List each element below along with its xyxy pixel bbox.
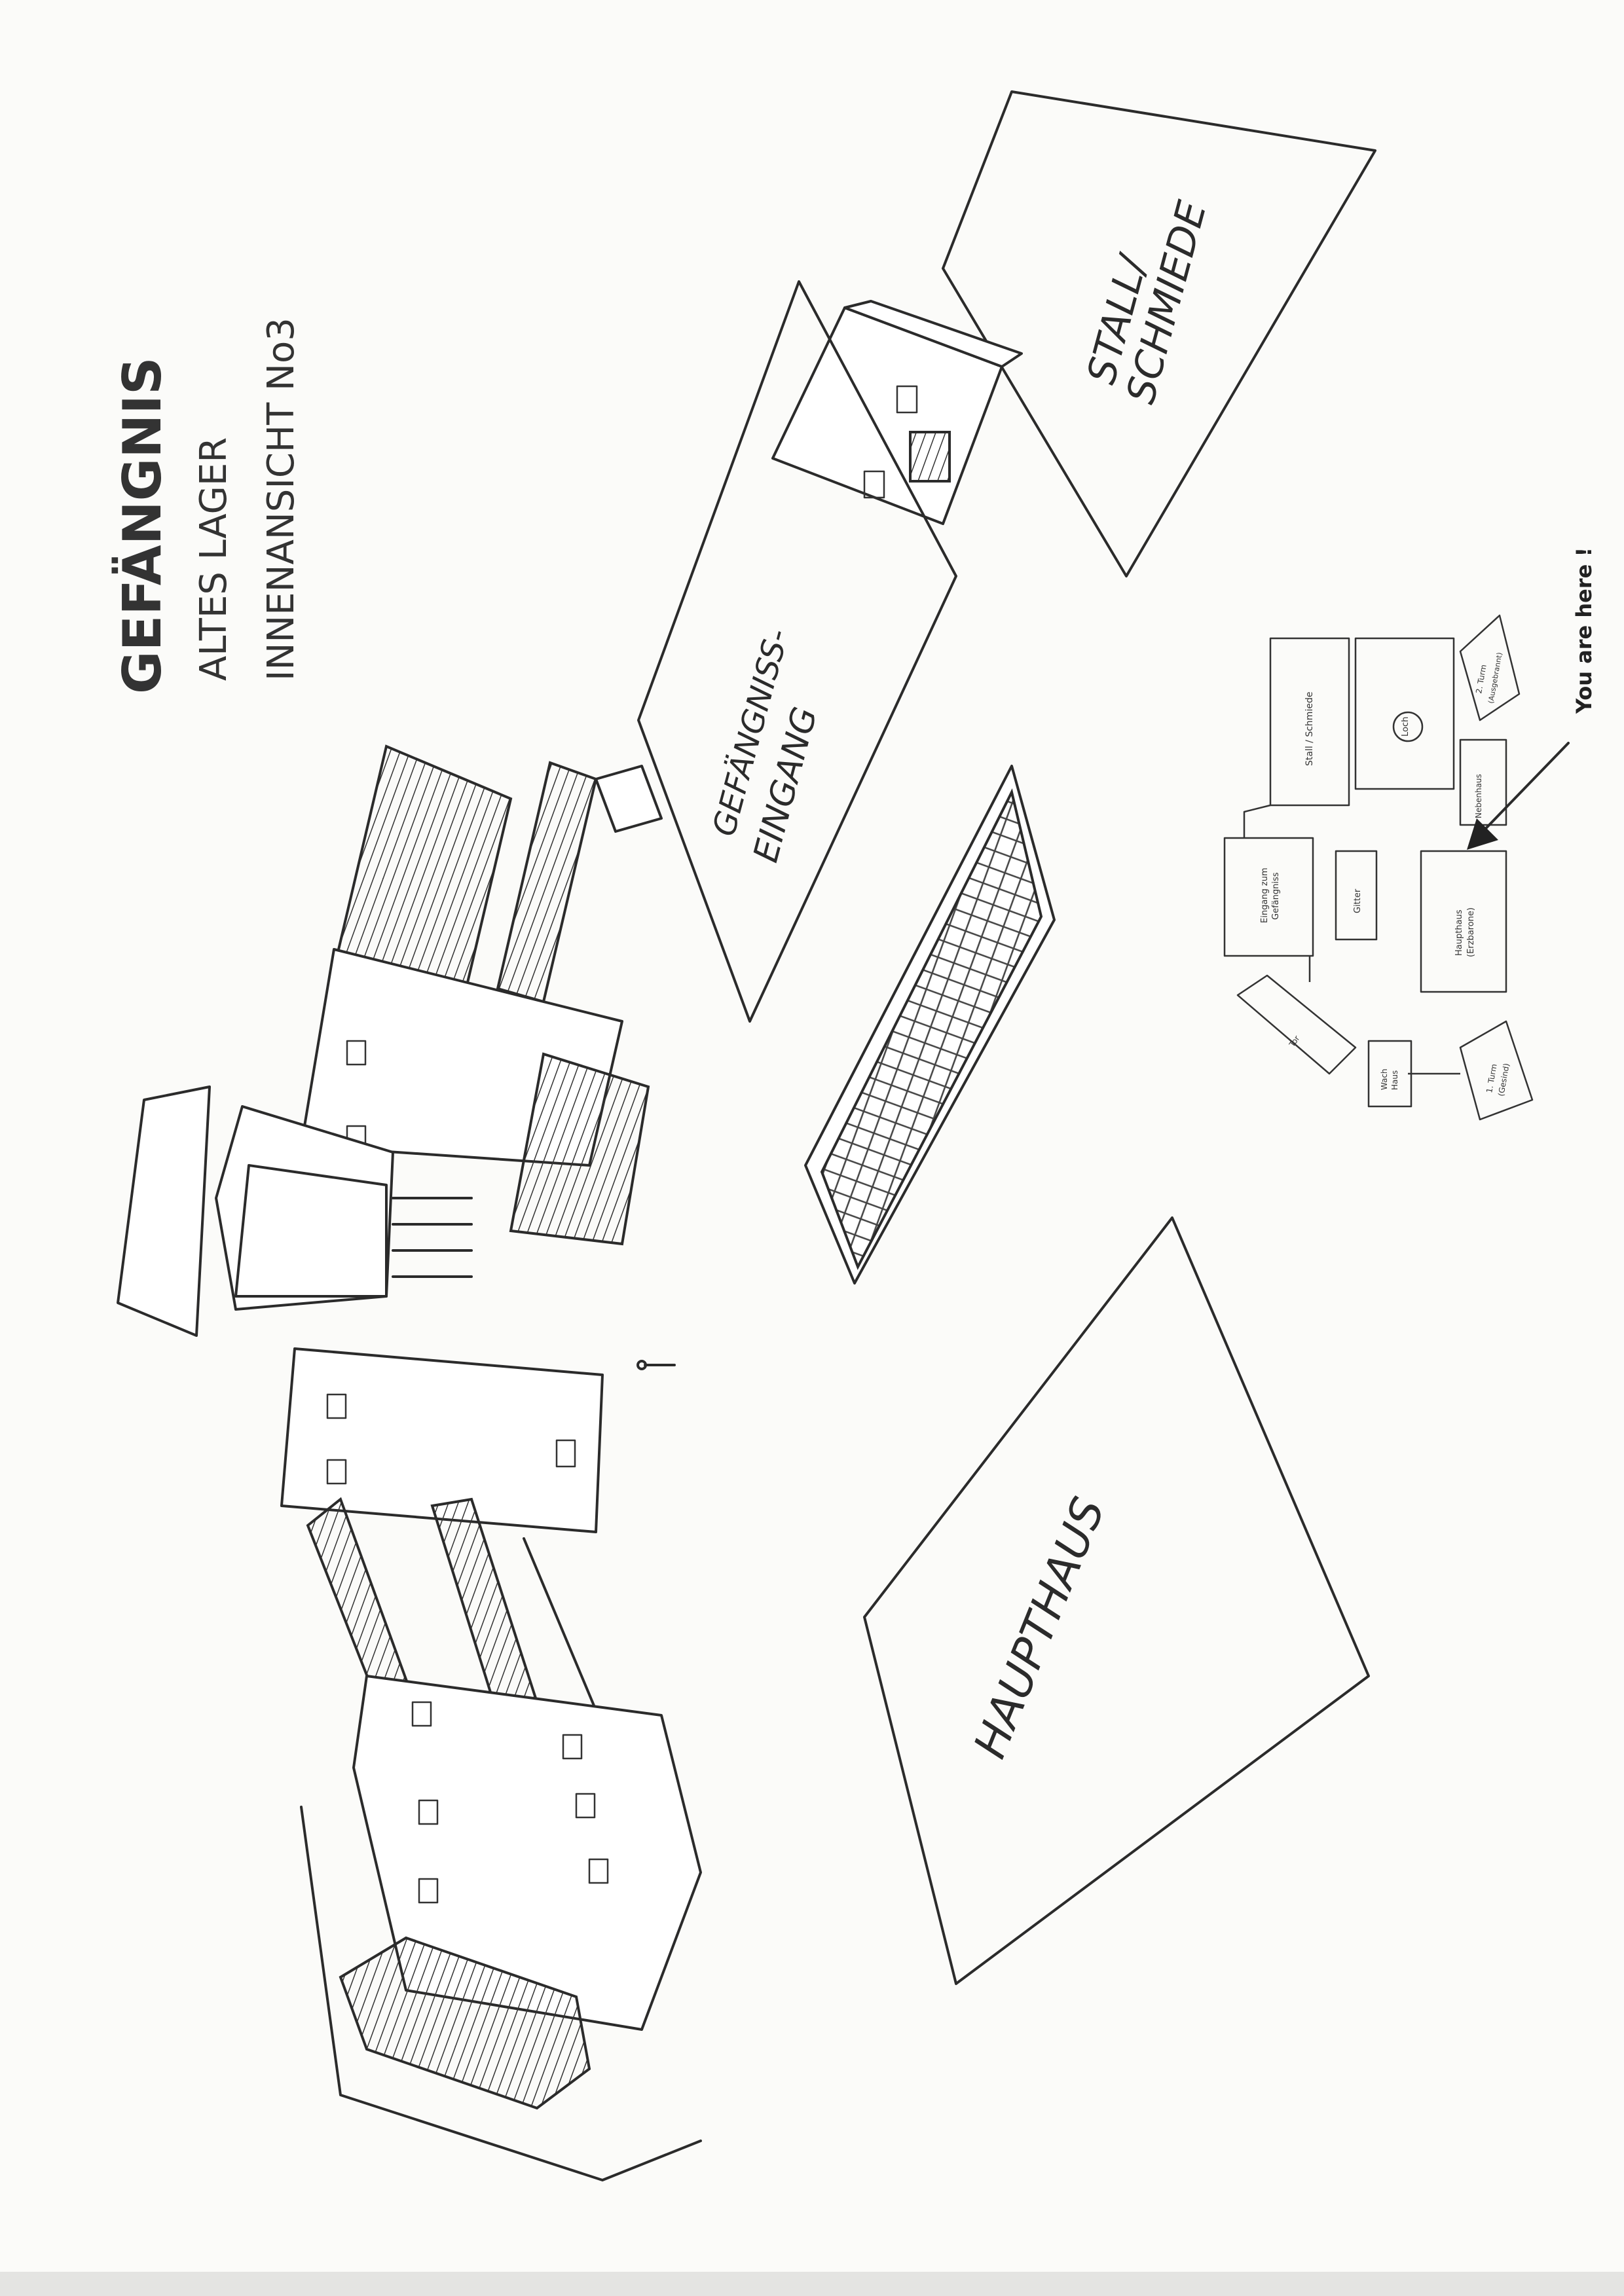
mini-haupthaus-2: (Erzbarone) [1466,907,1476,957]
mini-turm2-1: 2. Turm [1474,664,1488,695]
minimap: Stall / Schmiede Eingang zum Gefängniss … [1225,615,1532,1120]
mini-eingang-2: Gefängniss [1271,872,1281,920]
title-main: GEFÄNGNIS [111,357,173,694]
mini-loch: Loch [1401,717,1411,737]
mini-nebenhaus: Nebenhaus [1474,774,1483,818]
mini-haupthaus-1: Haupthaus [1454,909,1464,956]
fortress-buildings [118,746,701,2180]
title-line3: INNENANSICHT No3 [260,318,303,681]
scan-edge [0,2272,1624,2296]
arrow-head-icon [1467,818,1498,850]
small-house [773,301,1022,524]
mini-wach-1: Wach [1380,1068,1389,1090]
title-line2: ALTES LAGER [193,437,235,681]
stall-schmiede-area: STALL/ SCHMIEDE [943,92,1375,576]
mini-turm2-2: (Ausgebrannt) [1486,651,1504,704]
you-are-here-text: You are here ! [1572,547,1596,714]
mini-turm1-2: (Gesind) [1496,1063,1511,1097]
gitter-grate [805,766,1054,1283]
mini-wach-2: Haus [1390,1070,1399,1090]
mini-eingang-1: Eingang zum [1260,867,1270,923]
mini-turm1-1: 1. Turm [1485,1063,1499,1094]
you-are-here-marker: You are here ! [1467,547,1596,850]
mini-stall: Stall / Schmiede [1304,692,1315,766]
mini-gitter: Gitter [1353,888,1363,913]
haupthaus-area: HAUPTHAUS [864,1218,1369,1984]
label-haupthaus: HAUPTHAUS [965,1491,1116,1766]
mini-tor: Tor [1287,1034,1301,1049]
title-block: GEFÄNGNIS ALTES LAGER INNENANSICHT No3 [111,318,303,694]
